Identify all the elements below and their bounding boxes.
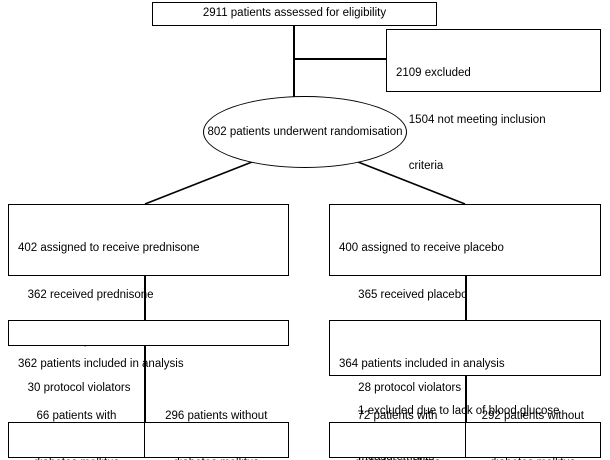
node-analysis-placebo-line-1: 364 patients included in analysis [339, 358, 505, 370]
node-prednisone-with-diabetes-line-1: 66 patients with [36, 410, 117, 422]
node-excluded-line-2: 1504 not meeting inclusion [396, 113, 546, 126]
node-allocation-prednisone: 402 assigned to receive prednisone 362 r… [8, 204, 289, 394]
node-prednisone-without-diabetes: 296 patients without diabetes mellitus [143, 410, 289, 460]
node-placebo-without-diabetes-line-2: diabetes mellitus [482, 456, 584, 460]
node-prednisone-with-diabetes-line-2: diabetes mellitus [34, 456, 120, 460]
node-excluded-line-3: criteria [396, 160, 444, 172]
node-allocation-prednisone-line-2: 362 received prednisone [18, 288, 154, 301]
node-allocation-placebo-line-1: 400 assigned to receive placebo [339, 242, 504, 254]
node-placebo-with-diabetes-line-2: diabetes mellitus [355, 456, 441, 460]
node-allocation-prednisone-line-4: 30 protocol violators [18, 381, 131, 394]
node-prednisone-without-diabetes-line-1: 296 patients without [165, 410, 268, 422]
connector-prednisone-analysis-to-subgroups [144, 346, 146, 422]
node-allocation-placebo-line-4: 28 protocol violators [339, 381, 462, 394]
connector-assessed-to-randomised [293, 26, 295, 104]
node-assessed-for-eligibility: 2911 patients assessed for eligibility [152, 2, 437, 26]
node-excluded-line-1: 2109 excluded [396, 67, 471, 79]
node-assessed-label: 2911 patients assessed for eligibility [202, 7, 387, 20]
connector-randomisation-to-prednisone [144, 161, 253, 205]
node-prednisone-with-diabetes: 66 patients with diabetes mellitus [8, 410, 145, 460]
node-placebo-without-diabetes: 292 patients without diabetes mellitus [464, 410, 601, 460]
connector-randomisation-split [144, 161, 466, 205]
connector-prednisone-allocation-to-analysis [144, 276, 146, 320]
node-randomisation-line-2: randomisation [330, 126, 403, 138]
node-placebo-without-diabetes-line-1: 292 patients without [481, 410, 584, 422]
node-placebo-with-diabetes-line-1: 72 patients with [357, 410, 438, 422]
node-placebo-with-diabetes: 72 patients with diabetes mellitus [329, 410, 466, 460]
connector-placebo-allocation-to-analysis [465, 276, 467, 320]
connector-randomisation-to-placebo [357, 161, 466, 205]
connector-assessed-to-excluded [293, 58, 386, 60]
node-analysis-prednisone-line-1: 362 patients included in analysis [18, 358, 184, 370]
node-randomisation: 802 patients underwent randomisation [203, 96, 407, 168]
connector-placebo-analysis-to-subgroups [465, 376, 467, 422]
node-analysis-placebo-line-2: 1 excluded due to lack of blood glucose [339, 404, 560, 417]
node-analysis-prednisone: 362 patients included in analysis [8, 320, 289, 370]
node-allocation-placebo: 400 assigned to receive placebo 365 rece… [329, 204, 601, 394]
node-allocation-placebo-line-2: 365 received placebo [339, 288, 468, 301]
node-allocation-prednisone-line-1: 402 assigned to receive prednisone [18, 242, 200, 254]
node-prednisone-without-diabetes-line-2: diabetes mellitus [165, 456, 267, 460]
node-randomisation-line-1: 802 patients underwent [207, 126, 328, 138]
node-excluded: 2109 excluded 1504 not meeting inclusion… [386, 29, 601, 219]
node-analysis-placebo: 364 patients included in analysis 1 excl… [329, 320, 601, 460]
